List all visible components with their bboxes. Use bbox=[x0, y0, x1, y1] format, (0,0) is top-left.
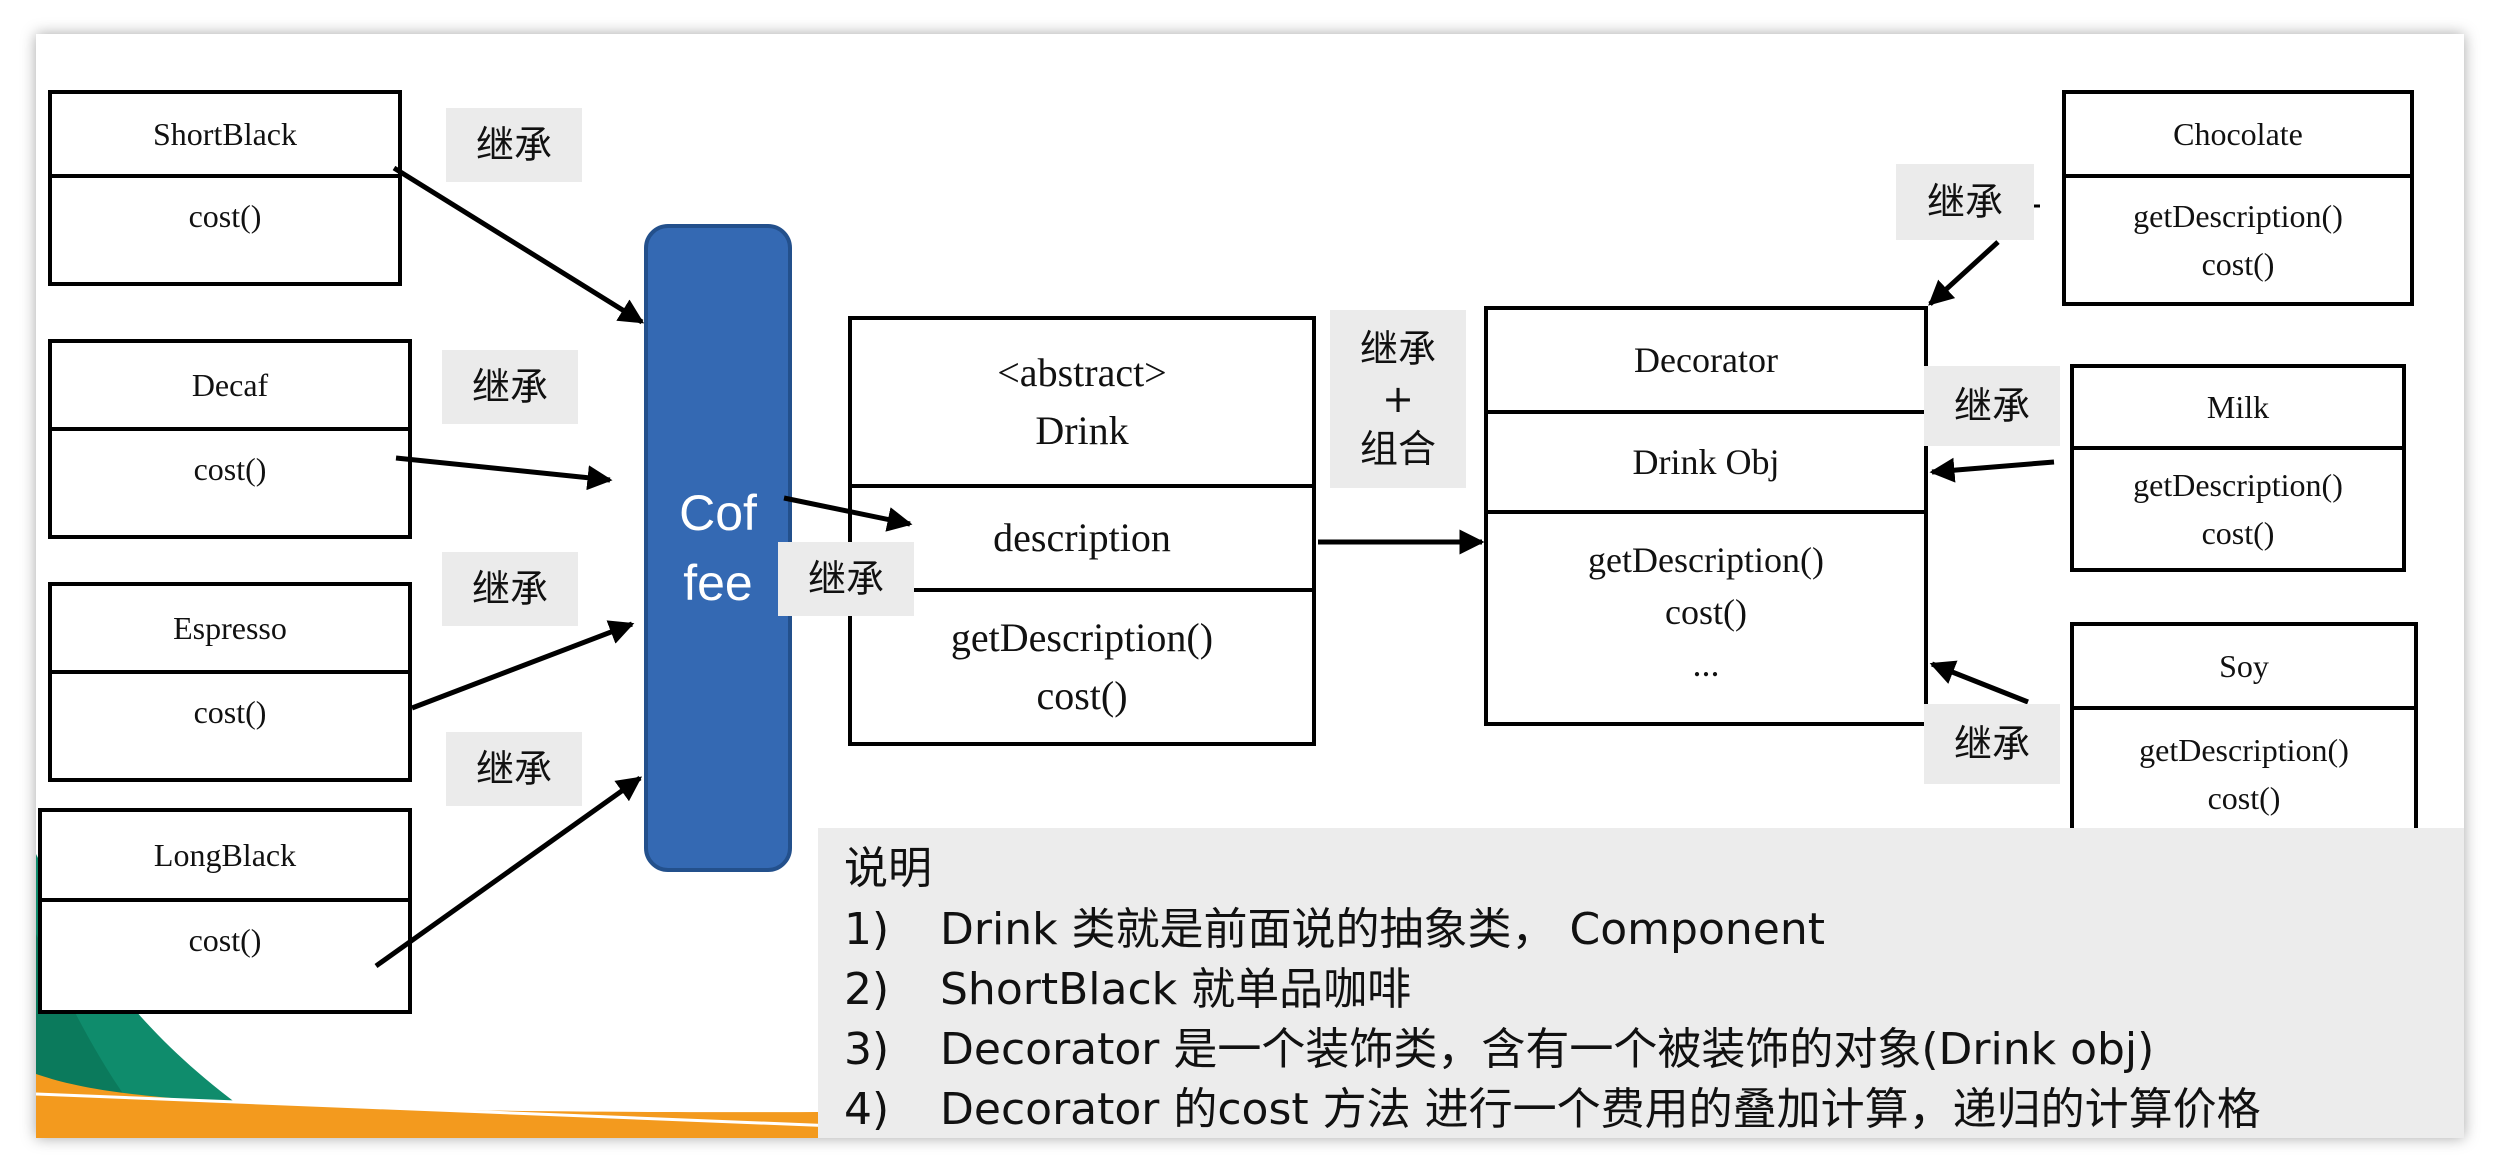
notes-item-text: ShortBlack 就单品咖啡 bbox=[940, 964, 1412, 1015]
class-methods: getDescription() cost() bbox=[2066, 174, 2410, 302]
coffee-label-2: fee bbox=[683, 555, 753, 611]
class-fields: description bbox=[852, 484, 1312, 588]
class-methods: cost() bbox=[42, 898, 408, 1010]
notes-item: 1) Drink 类就是前面说的抽象类， Component bbox=[844, 900, 2464, 960]
class-soy: Soy getDescription() cost() bbox=[2070, 622, 2418, 842]
class-name: ShortBlack bbox=[153, 116, 297, 152]
label-inherit-shortblack: 继承 bbox=[446, 108, 582, 182]
notes-item-text: Decorator 是一个装饰类，含有一个被装饰的对象(Drink obj) bbox=[940, 1024, 2155, 1075]
class-fields: Drink Obj bbox=[1488, 410, 1924, 510]
class-methods: cost() bbox=[52, 174, 398, 282]
class-methods: getDescription() cost() bbox=[2074, 446, 2402, 568]
class-methods: cost() bbox=[52, 427, 408, 535]
corner-decoration bbox=[36, 854, 837, 1138]
class-chocolate: Chocolate getDescription() cost() bbox=[2062, 90, 2414, 306]
class-name: LongBlack bbox=[153, 837, 297, 873]
class-methods: getDescription() cost() bbox=[852, 588, 1312, 742]
class-coffee: Cof fee bbox=[644, 224, 792, 872]
notes-item-text: Drink 类就是前面说的抽象类， Component bbox=[940, 904, 1825, 955]
label-inherit-compose: 继承 + 组合 bbox=[1330, 310, 1466, 488]
notes-item-number: 4) bbox=[844, 1084, 890, 1135]
notes-item: 2) ShortBlack 就单品咖啡 bbox=[844, 960, 2464, 1020]
class-shortblack: ShortBlack cost() bbox=[48, 90, 402, 286]
notes-item: 3) Decorator 是一个装饰类，含有一个被装饰的对象(Drink obj… bbox=[844, 1020, 2464, 1080]
label-inherit-chocolate: 继承 bbox=[1896, 164, 2034, 240]
label-inherit-longblack: 继承 bbox=[446, 732, 582, 806]
coffee-label-1: Cof bbox=[679, 485, 757, 541]
class-name: <abstract> Drink bbox=[997, 350, 1167, 453]
notes-item-number: 1) bbox=[844, 904, 890, 955]
notes-title: 说明 bbox=[844, 843, 932, 894]
class-name: Espresso bbox=[173, 610, 287, 646]
label-inherit-milk: 继承 bbox=[1924, 366, 2060, 446]
class-espresso: Espresso cost() bbox=[48, 582, 412, 782]
label-inherit-espresso: 继承 bbox=[442, 552, 578, 626]
class-methods: getDescription() cost() bbox=[2074, 706, 2414, 838]
class-decaf: Decaf cost() bbox=[48, 339, 412, 539]
class-decorator: Decorator Drink Obj getDescription() cos… bbox=[1484, 306, 1928, 726]
class-longblack: LongBlack cost() bbox=[38, 808, 412, 1014]
class-methods: cost() bbox=[52, 670, 408, 778]
class-name: Chocolate bbox=[2173, 116, 2303, 152]
notes-item-number: 2) bbox=[844, 964, 890, 1015]
class-milk: Milk getDescription() cost() bbox=[2070, 364, 2406, 572]
label-inherit-soy: 继承 bbox=[1924, 704, 2060, 784]
class-name: Soy bbox=[2219, 648, 2269, 684]
class-name: Decorator bbox=[1634, 340, 1778, 380]
slide: ShortBlack cost() Decaf cost() Espresso … bbox=[36, 34, 2464, 1138]
class-methods: getDescription() cost() ... bbox=[1488, 510, 1924, 722]
notes-item: 4) Decorator 的cost 方法 进行一个费用的叠加计算，递归的计算价… bbox=[844, 1080, 2464, 1138]
notes-item-number: 3) bbox=[844, 1024, 890, 1075]
label-inherit-coffee-drink: 继承 bbox=[778, 542, 914, 616]
class-drink: <abstract> Drink description getDescript… bbox=[848, 316, 1316, 746]
notes-item-text: Decorator 的cost 方法 进行一个费用的叠加计算，递归的计算价格 bbox=[940, 1084, 2261, 1135]
notes-panel: 说明 1) Drink 类就是前面说的抽象类， Component 2) Sho… bbox=[818, 828, 2464, 1138]
class-name: Milk bbox=[2206, 389, 2270, 425]
label-inherit-decaf: 继承 bbox=[442, 350, 578, 424]
class-name: Decaf bbox=[191, 367, 269, 403]
